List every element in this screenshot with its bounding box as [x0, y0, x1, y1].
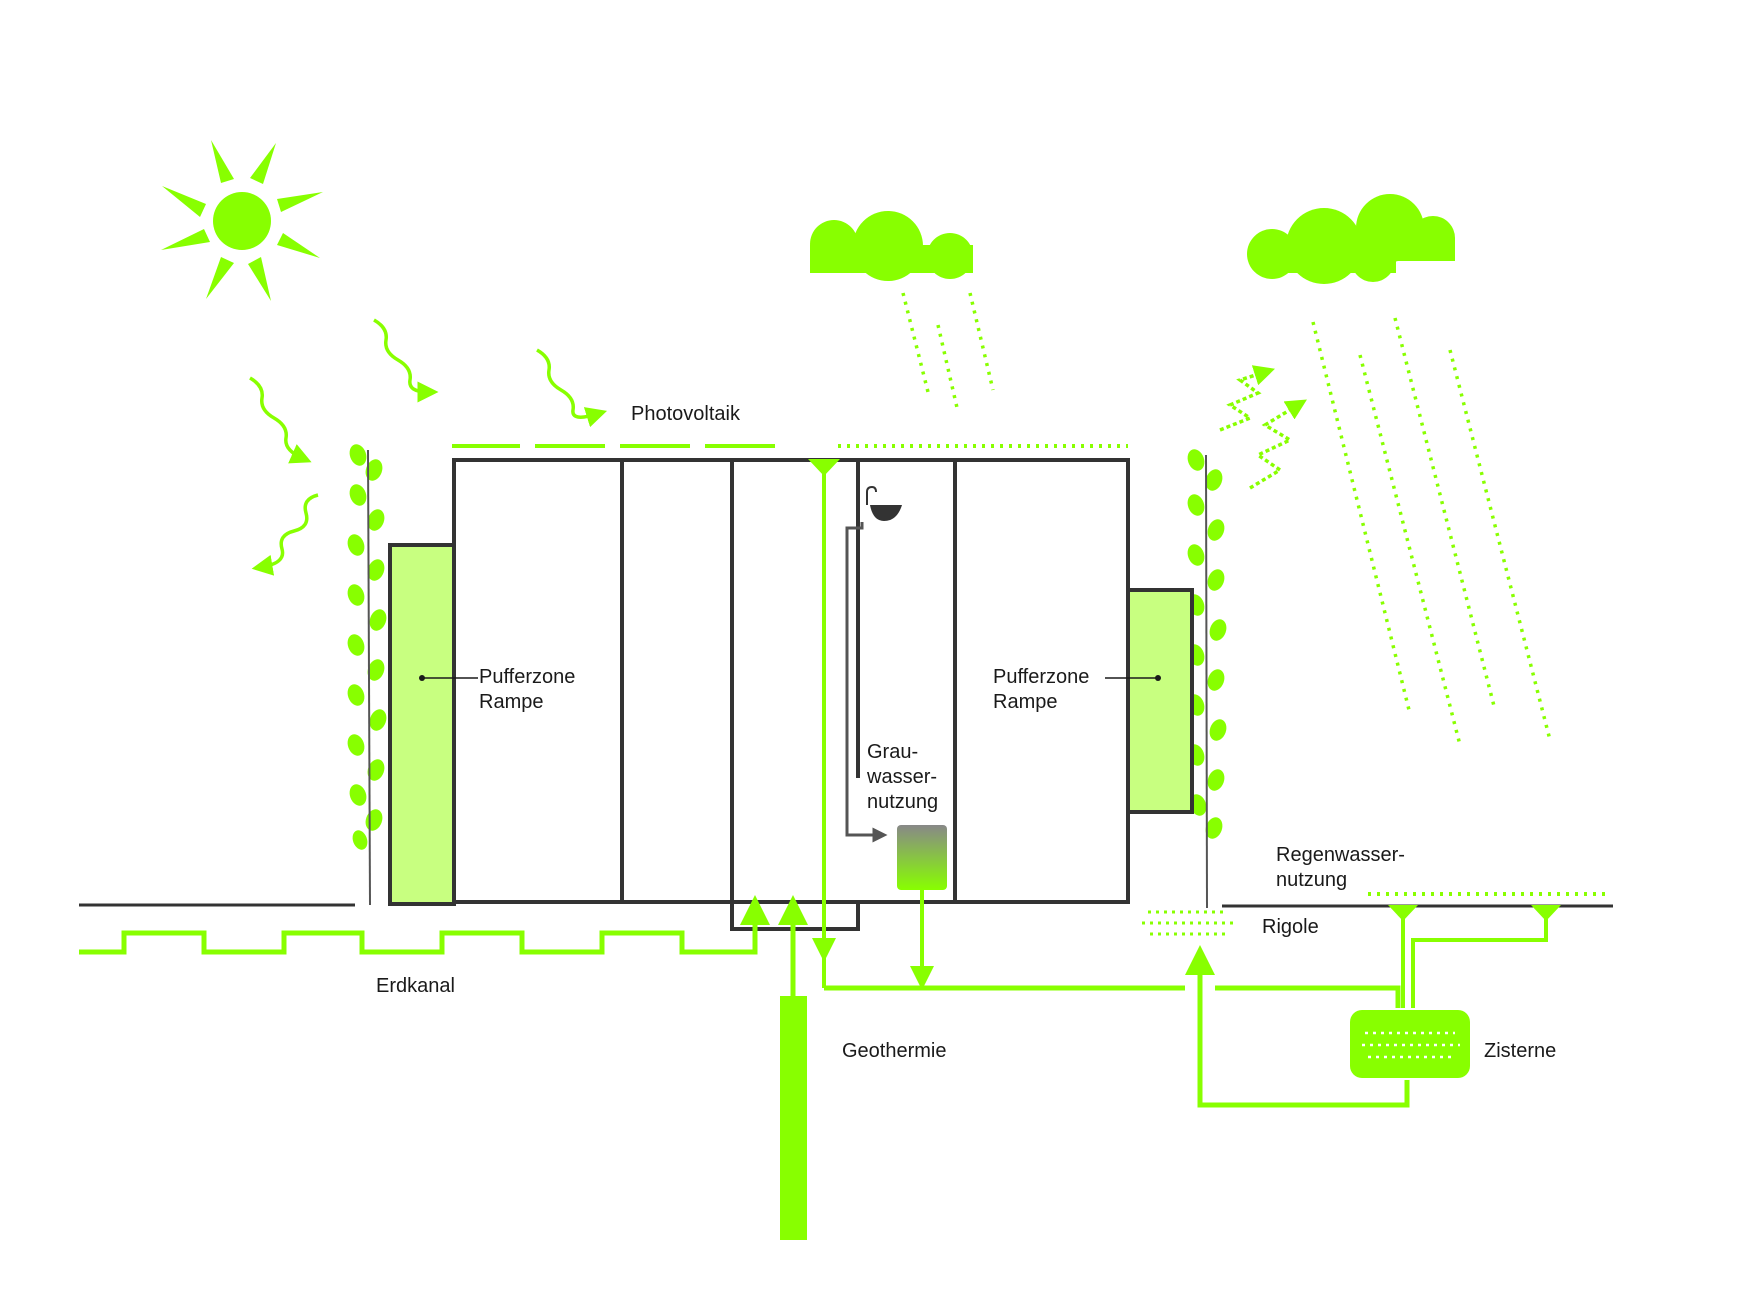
rigole-supply-pipe: [1185, 945, 1410, 1108]
evaporation-arrows: [1219, 365, 1307, 490]
label-regenwasser-1: Regenwasser-: [1276, 844, 1405, 866]
label-erdkanal: Erdkanal: [376, 975, 455, 997]
solar-radiation-arrows: [249, 318, 608, 576]
inlet-funnel-1: [1388, 905, 1418, 921]
label-grauwasser-3: nutzung: [867, 791, 939, 813]
label-geothermie: Geothermie: [842, 1040, 947, 1062]
plant-icon: [347, 444, 387, 850]
greywater-tank: [897, 825, 947, 890]
label-grauwasser-1: Grau-: [867, 741, 919, 763]
plant-stem: [1205, 454, 1208, 909]
label-grauwasser-2: wasser-: [867, 766, 938, 788]
leader-lines: [419, 675, 1161, 681]
rainwater-pipe-right: [1215, 985, 1401, 1008]
greywater-pipe: [845, 522, 888, 843]
label-photovoltaik: Photovoltaik: [631, 403, 740, 425]
label-rigole: Rigole: [1262, 916, 1319, 938]
label-rampe-left: Rampe: [479, 691, 544, 713]
geothermal-probe: [780, 996, 807, 1240]
buffer-zone-right: [1126, 588, 1194, 814]
buffer-zone-left: [388, 543, 456, 906]
earth-channel-pipe: [79, 895, 770, 955]
cistern-water-dots: [1362, 1031, 1460, 1059]
building: [452, 458, 1130, 931]
plant-stem: [367, 449, 371, 906]
label-zisterne: Zisterne: [1484, 1040, 1557, 1062]
rigole-dots: [1142, 910, 1235, 936]
cloud-icon: [1247, 194, 1455, 284]
sink-icon: [866, 485, 902, 521]
label-pufferzone-right: Pufferzone: [993, 666, 1090, 688]
cistern-inlet-2: [1411, 918, 1548, 1008]
label-regenwasser-2: nutzung: [1276, 869, 1348, 891]
label-rampe-right: Rampe: [993, 691, 1058, 713]
inlet-funnel-2: [1531, 905, 1561, 921]
roof-drain-funnel: [808, 459, 840, 476]
sun-icon: [161, 140, 323, 301]
label-pufferzone-left: Pufferzone: [479, 666, 576, 688]
cloud-icon: [810, 211, 973, 281]
rain-lines: [901, 292, 1552, 746]
